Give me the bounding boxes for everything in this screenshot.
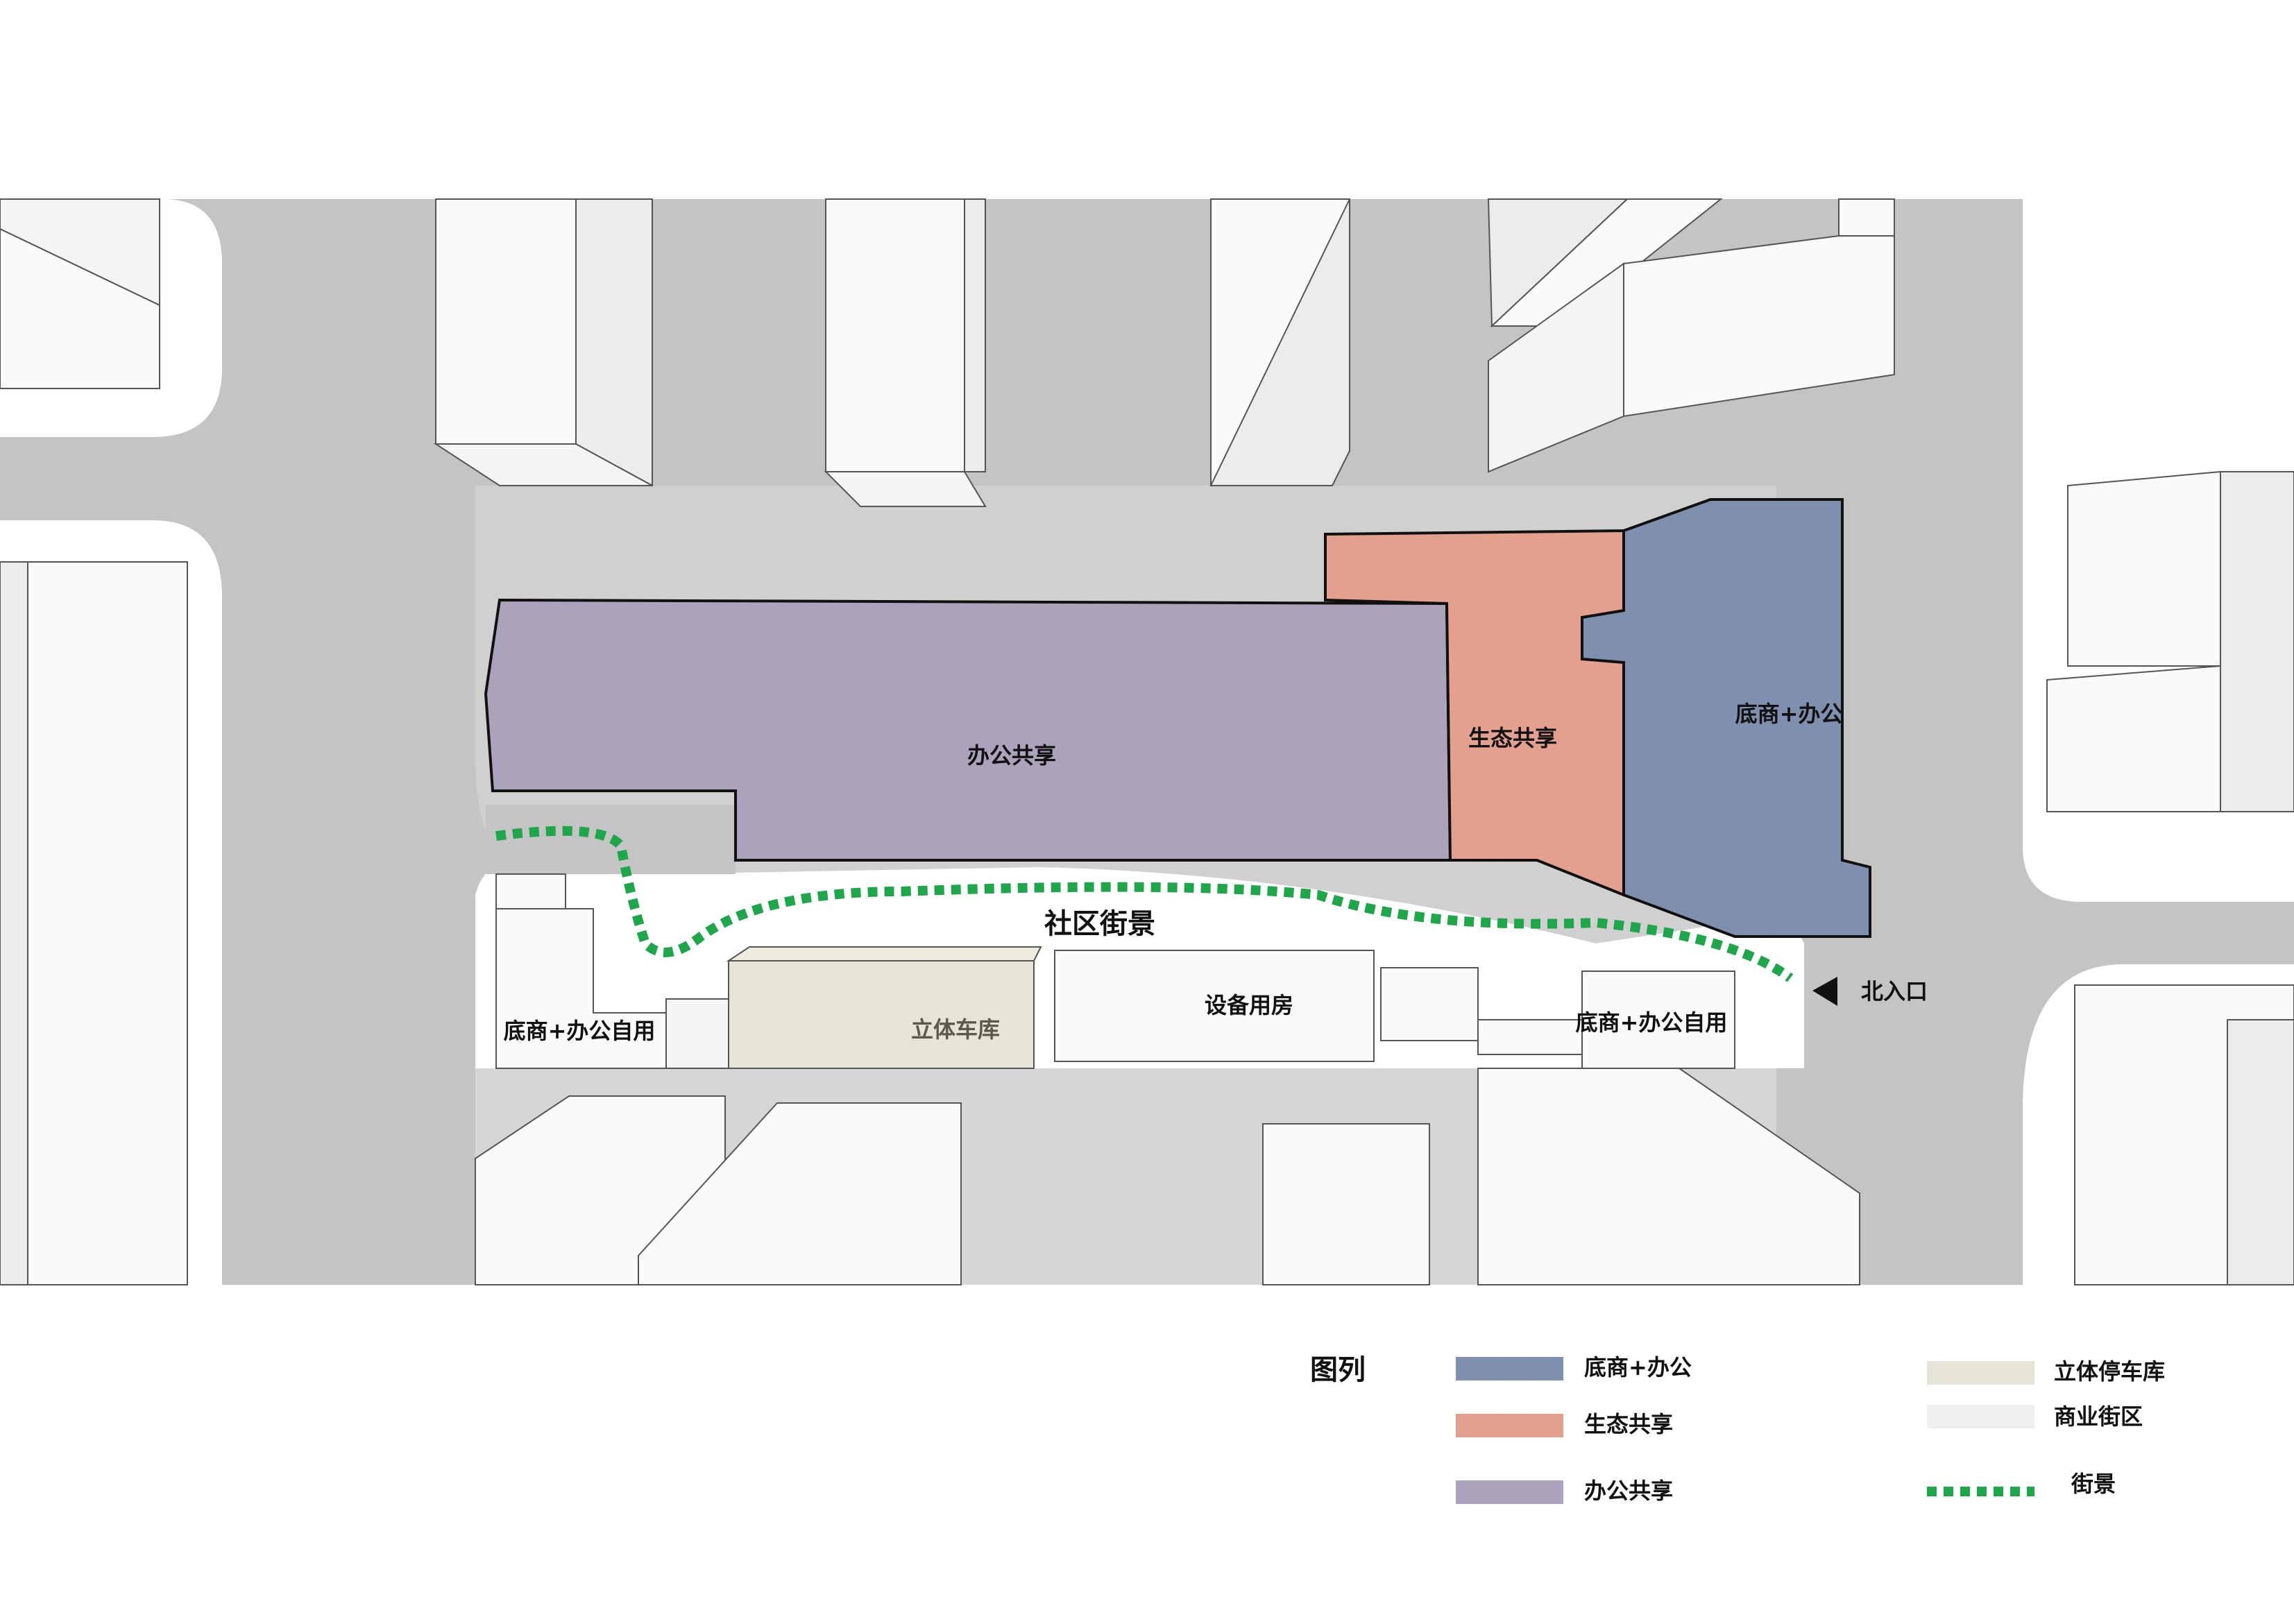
legend-label-commercial-street: 商业街区 [2054, 1403, 2143, 1430]
legend-swatch-garage [1927, 1361, 2034, 1385]
legend-label-garage: 立体停车库 [2054, 1358, 2165, 1385]
legend-swatch-eco-share [1456, 1414, 1563, 1437]
legend-swatch-retail-office [1456, 1357, 1563, 1381]
legend-label-street-path: 街景 [2071, 1471, 2116, 1497]
street-path [495, 826, 1794, 982]
legend: 图列 底商+办公 生态共享 办公共享 立体停车库 商业街区 街景 [1310, 1354, 2165, 1504]
label-garage: 立体车库 [911, 1016, 1000, 1043]
street-buildings [495, 873, 1735, 1069]
surrounding-buildings [0, 198, 2294, 1285]
lower-buildings [475, 1068, 1860, 1285]
label-retail-office-self-left: 底商+办公自用 [504, 1018, 656, 1044]
label-equipment-room: 设备用房 [1205, 992, 1293, 1018]
label-retail-office-self-right: 底商+办公自用 [1576, 1009, 1728, 1036]
legend-title: 图列 [1310, 1354, 1366, 1386]
legend-label-eco-share: 生态共享 [1584, 1411, 1673, 1437]
north-entrance-arrow-icon [1812, 977, 1837, 1006]
legend-swatch-commercial-street [1927, 1405, 2034, 1428]
label-community-street: 社区街景 [1044, 908, 1155, 940]
legend-label-retail-office: 底商+办公 [1584, 1354, 1692, 1381]
label-office-share: 办公共享 [967, 742, 1056, 769]
site-buildings [484, 498, 1871, 938]
label-north-entrance: 北入口 [1861, 978, 1928, 1005]
label-eco-share: 生态共享 [1468, 725, 1557, 751]
legend-swatch-office-share [1456, 1480, 1563, 1504]
retail-office-block [1581, 498, 1871, 938]
label-retail-office: 底商+办公 [1735, 701, 1843, 727]
legend-label-office-share: 办公共享 [1584, 1478, 1673, 1504]
